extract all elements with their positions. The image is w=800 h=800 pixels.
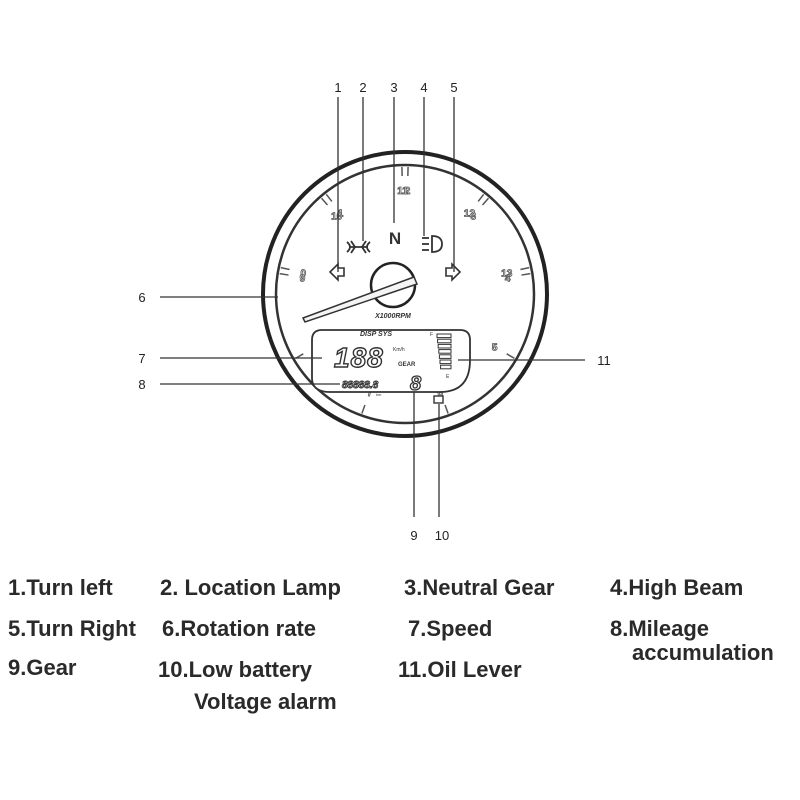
oil-level-segment: [440, 364, 452, 370]
rpm-scale-number: 2: [405, 186, 411, 197]
rpm-tick: [477, 193, 485, 202]
location-lamp-icon: [346, 240, 371, 254]
gear-label: GEAR: [398, 362, 416, 368]
callout-5: 5: [450, 80, 457, 95]
legend-mileage: 8.Mileage accumulation: [610, 616, 774, 665]
odometer-unit: km: [376, 392, 382, 397]
neutral-gear-icon: N: [389, 229, 401, 248]
speed-display: 188: [334, 342, 384, 373]
oil-level-segment: [438, 349, 452, 354]
oil-level-segment: [436, 333, 452, 339]
rpm-scale-number: 5: [492, 343, 498, 354]
callout-lines: [160, 97, 585, 517]
rpm-scale: 012345678910111213: [299, 186, 513, 400]
oil-empty-tick: E: [446, 374, 450, 380]
rpm-scale-number: 1: [338, 208, 344, 219]
legend-turn-left: 1.Turn left: [8, 575, 113, 600]
rpm-tick: [481, 197, 490, 206]
rpm-tick: [444, 404, 449, 414]
rpm-tick: [280, 266, 290, 271]
legend-neutral-gear: 3.Neutral Gear: [404, 575, 555, 600]
legend-location-lamp: 2. Location Lamp: [160, 575, 341, 600]
oil-full-tick: F: [430, 332, 433, 338]
gear-display: 8: [410, 373, 422, 395]
rpm-tick: [506, 353, 515, 360]
callout-4: 4: [420, 80, 427, 95]
rpm-scale-number: 13: [501, 268, 513, 279]
legend-low-battery: 10.Low battery Voltage alarm: [158, 657, 337, 714]
callout-10: 10: [435, 528, 449, 540]
legend-gear: 9.Gear: [8, 655, 77, 680]
legend-rotation-rate: 6.Rotation rate: [162, 616, 317, 641]
callout-8: 8: [138, 377, 145, 392]
high-beam-icon: [422, 235, 443, 253]
callout-6: 6: [138, 290, 145, 305]
gauge-diagram: 012345678910111213 X1000RPM N DISP SYS 1…: [138, 80, 611, 540]
rpm-label: X1000RPM: [374, 313, 411, 320]
disp-sys-label: DISP SYS: [360, 331, 392, 338]
turn-right-icon: [445, 262, 462, 282]
odometer-display: 88888.8: [342, 380, 379, 391]
rpm-scale-number: 10: [331, 212, 343, 223]
legend-oil-level: 11.Oil Lever: [398, 657, 522, 682]
rpm-scale-number: 9: [300, 273, 306, 284]
rpm-ticks: [279, 167, 531, 414]
rpm-scale-number: 6: [438, 388, 444, 399]
rpm-tick: [361, 404, 366, 414]
oil-level-bar: [436, 333, 452, 370]
rpm-tick: [521, 272, 531, 276]
rpm-needle: [301, 276, 419, 323]
oil-level-segment: [437, 343, 452, 349]
battery-alarm-icon: [433, 395, 444, 404]
rpm-scale-number: 11: [397, 186, 408, 197]
oil-level-segment: [437, 338, 452, 344]
rpm-tick: [279, 272, 289, 276]
rpm-scale-number: 12: [464, 208, 476, 219]
rpm-scale-number: 3: [471, 212, 477, 223]
callout-11: 11: [597, 353, 611, 368]
oil-level-segment: [438, 354, 452, 359]
rpm-scale-number: 4: [505, 273, 511, 284]
rpm-tick: [320, 197, 329, 206]
callout-3: 3: [390, 80, 397, 95]
speed-unit: Km/h: [393, 347, 405, 353]
rpm-scale-number: 7: [367, 388, 373, 399]
rpm-tick: [325, 193, 333, 202]
callout-7: 7: [138, 351, 145, 366]
rpm-scale-number: 0: [300, 268, 306, 279]
legend-speed: 7.Speed: [408, 616, 493, 641]
legend-high-beam: 4.High Beam: [610, 575, 744, 600]
rpm-tick: [520, 266, 530, 271]
oil-level-segment: [439, 359, 452, 365]
callout-2: 2: [359, 80, 366, 95]
callout-1: 1: [334, 80, 341, 95]
callout-9: 9: [410, 528, 417, 540]
legend-turn-right: 5.Turn Right: [8, 616, 136, 641]
